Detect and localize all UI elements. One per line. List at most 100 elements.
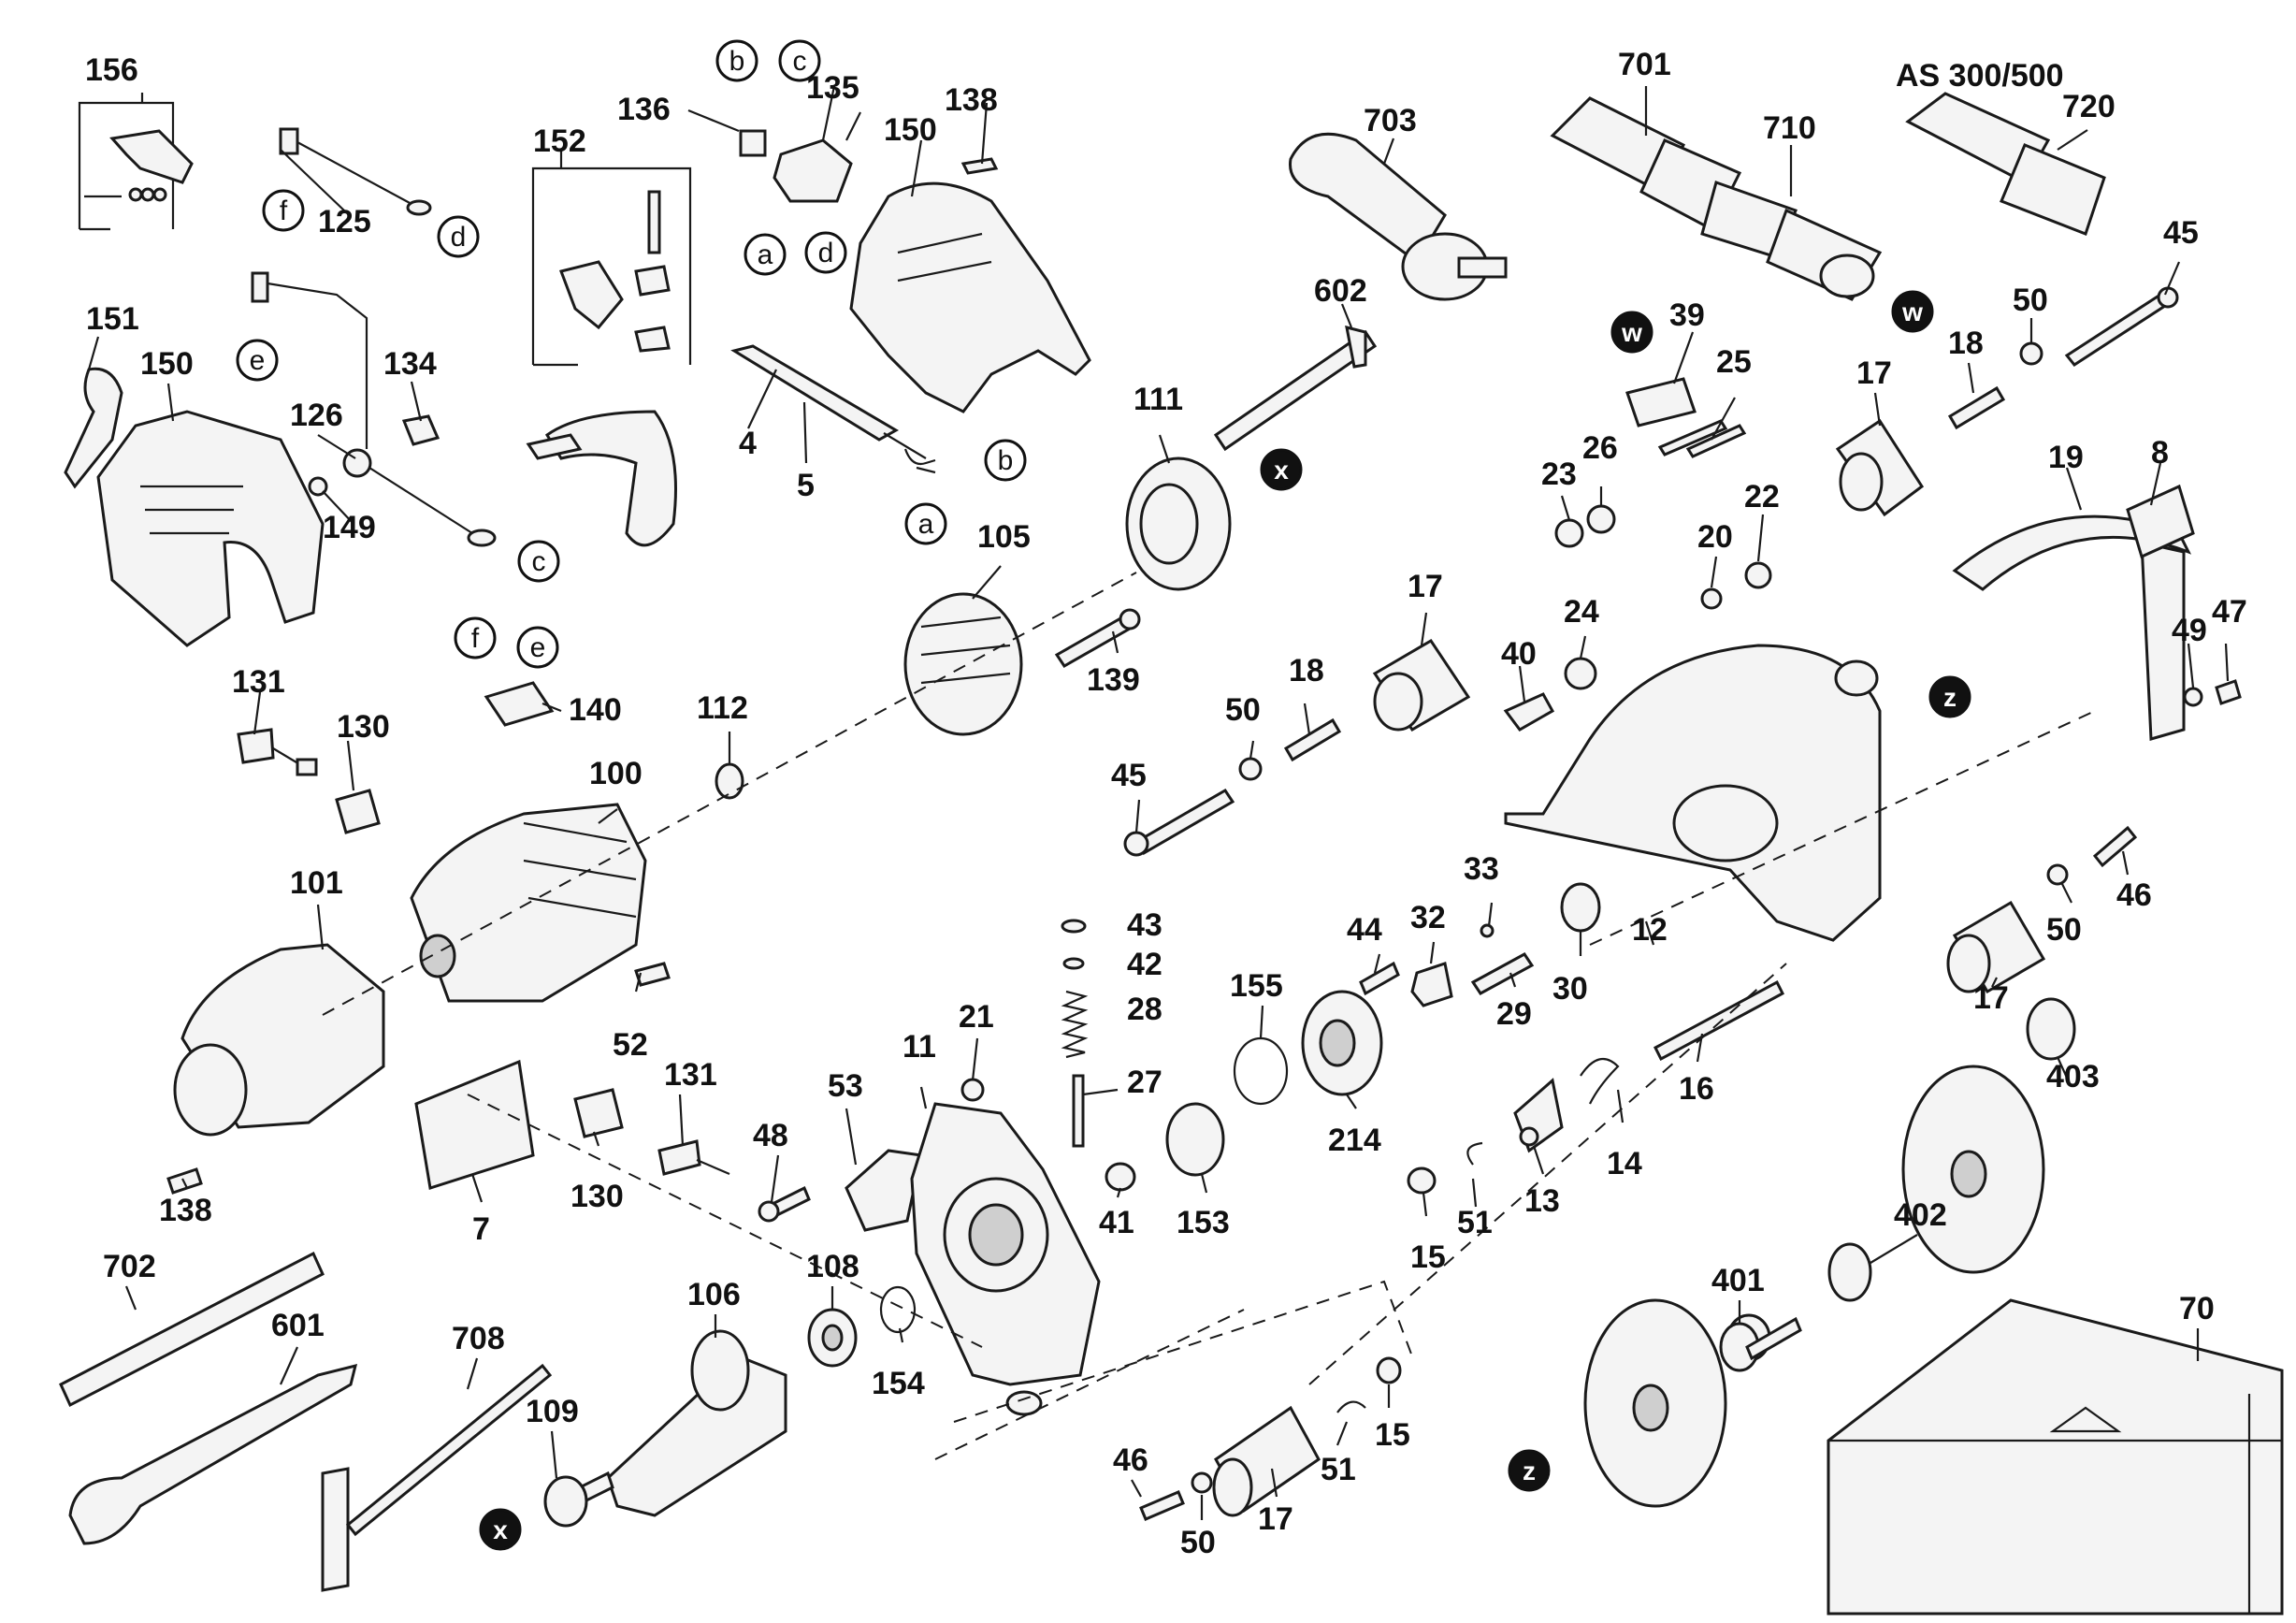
part-number-label: 13	[1524, 1183, 1560, 1219]
part-number-label: 18	[1289, 653, 1324, 688]
part-number-label: 47	[2212, 594, 2247, 630]
connection-marker-w: w	[1891, 290, 1934, 333]
part-number-label: 153	[1177, 1205, 1230, 1240]
part-number-label: 152	[533, 123, 586, 159]
part-number-label: 17	[1973, 980, 2009, 1016]
svg-text:x: x	[493, 1515, 508, 1544]
part-number-label: 39	[1669, 297, 1705, 333]
connection-marker-b: b	[715, 39, 758, 82]
part-number-label: 25	[1716, 344, 1752, 380]
part-number-label: 710	[1763, 110, 1816, 146]
part-number-label: 17	[1408, 569, 1443, 604]
part-number-label: 708	[452, 1321, 505, 1356]
part-number-label: 702	[103, 1249, 156, 1284]
part-number-label: 50	[2013, 283, 2048, 318]
part-number-label: 50	[1225, 692, 1261, 728]
svg-text:w: w	[1901, 297, 1923, 326]
svg-text:z: z	[1523, 1456, 1536, 1485]
part-number-label: 703	[1364, 103, 1417, 138]
part-number-label: 70	[2179, 1291, 2215, 1326]
part-number-label: 18	[1948, 326, 1984, 361]
part-number-label: 7	[472, 1211, 490, 1247]
part-number-label: 43	[1127, 907, 1162, 943]
svg-text:c: c	[793, 46, 807, 77]
part-number-label: 125	[318, 204, 371, 239]
part-number-label: 51	[1321, 1452, 1356, 1487]
part-drawings	[59, 85, 2284, 1616]
part-number-label: 602	[1314, 273, 1367, 309]
part-number-label: 112	[697, 690, 748, 726]
svg-text:w: w	[1621, 318, 1642, 347]
connection-marker-d: d	[804, 231, 847, 274]
part-number-label: 130	[570, 1179, 624, 1214]
part-number-label: 49	[2172, 613, 2207, 648]
connection-marker-z: z	[1928, 675, 1971, 718]
part-number-label: 139	[1087, 662, 1140, 698]
part-number-label: 701	[1618, 47, 1671, 82]
part-number-label: 19	[2048, 440, 2084, 475]
connection-marker-x: x	[1260, 448, 1303, 491]
connection-marker-c: c	[517, 540, 560, 583]
part-number-label: 150	[884, 112, 937, 148]
part-number-label: 156	[85, 52, 138, 88]
connection-marker-d: d	[437, 215, 480, 258]
part-number-label: 26	[1582, 430, 1618, 466]
part-number-label: 151	[86, 301, 139, 337]
part-number-label: 138	[159, 1193, 212, 1228]
part-number-label: 23	[1541, 456, 1577, 492]
connection-marker-f: f	[454, 616, 497, 659]
svg-text:b: b	[729, 46, 745, 77]
part-number-label: 30	[1552, 971, 1588, 1007]
part-number-label: 150	[140, 346, 194, 382]
part-number-label: 100	[589, 756, 643, 791]
part-number-label: 5	[797, 468, 815, 503]
part-number-label: 130	[337, 709, 390, 745]
part-number-label: 111	[1134, 382, 1183, 417]
svg-text:a: a	[918, 509, 934, 540]
part-number-label: 12	[1632, 912, 1668, 948]
svg-text:e: e	[530, 632, 546, 663]
part-number-label: 401	[1711, 1263, 1765, 1298]
connection-marker-a: a	[744, 233, 787, 276]
part-number-label: 17	[1856, 355, 1892, 391]
part-number-label: 41	[1099, 1205, 1134, 1240]
svg-text:b: b	[998, 445, 1014, 476]
part-number-label: 46	[1113, 1442, 1148, 1478]
svg-text:c: c	[532, 546, 546, 577]
connection-marker-a: a	[904, 502, 947, 545]
part-number-label: 109	[526, 1394, 579, 1429]
part-number-label: 126	[290, 398, 343, 433]
part-number-label: 15	[1375, 1417, 1410, 1453]
connection-marker-z: z	[1508, 1449, 1551, 1492]
part-number-label: 134	[383, 346, 437, 382]
part-number-label: 51	[1457, 1205, 1493, 1240]
part-number-label: 28	[1127, 992, 1162, 1027]
part-number-label: 403	[2046, 1059, 2100, 1094]
part-number-label: 16	[1679, 1071, 1714, 1107]
svg-text:a: a	[758, 239, 773, 270]
part-number-label: 27	[1127, 1065, 1162, 1100]
part-number-label: 14	[1607, 1146, 1642, 1181]
svg-text:d: d	[818, 238, 834, 268]
part-number-label: 45	[2163, 215, 2199, 251]
part-number-label: 40	[1501, 636, 1537, 672]
part-number-label: 17	[1258, 1501, 1293, 1537]
part-number-label: 720	[2062, 89, 2115, 124]
part-number-label: 46	[2116, 877, 2152, 913]
part-number-label: 154	[872, 1366, 925, 1401]
svg-text:f: f	[280, 196, 288, 226]
part-number-label: 136	[617, 92, 671, 127]
part-number-label: 105	[977, 519, 1031, 555]
connection-marker-e: e	[236, 339, 279, 382]
part-number-label: 20	[1697, 519, 1733, 555]
part-number-label: 15	[1410, 1239, 1446, 1275]
part-number-label: 32	[1410, 900, 1446, 935]
connection-marker-f: f	[262, 189, 305, 232]
part-number-label: 149	[323, 510, 376, 545]
part-number-label: 601	[271, 1308, 325, 1343]
svg-text:z: z	[1943, 683, 1957, 712]
part-number-label: 101	[290, 865, 343, 901]
part-number-label: 214	[1328, 1123, 1381, 1158]
connection-markers: b c f d a d e b a c f e w x z w x z	[236, 39, 1971, 1551]
